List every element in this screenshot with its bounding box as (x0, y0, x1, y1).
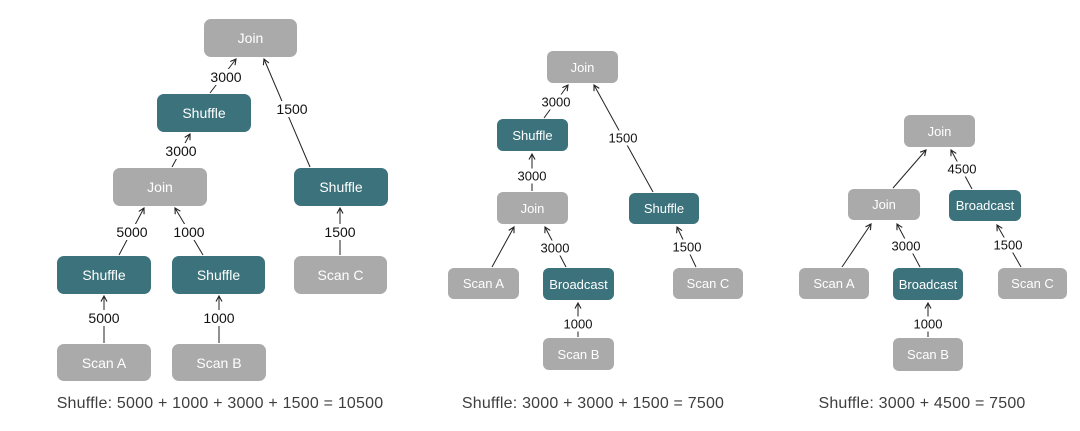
node-plan-all-shuffle-shuffle-top: Shuffle (157, 94, 251, 132)
node-plan-all-shuffle-shuffle-right: Shuffle (294, 168, 388, 206)
edge-label-plan-all-shuffle-shuffle-top: 3000 (207, 69, 245, 85)
node-plan-broadcast-b-broadcast: Broadcast (543, 268, 614, 300)
edge-label-plan-broadcast-bc-scan-c: 1500 (990, 237, 1026, 253)
edge-label-plan-broadcast-b-broadcast: 3000 (537, 240, 573, 256)
caption-plan-broadcast-bc: Shuffle: 3000 + 4500 = 7500 (818, 395, 1026, 412)
edge-label-plan-all-shuffle-join-mid: 3000 (162, 143, 200, 159)
node-plan-broadcast-b-scan-c: Scan C (673, 268, 743, 299)
edge-plan-broadcast-bc-join-mid-to-join-top (892, 149, 927, 189)
node-plan-all-shuffle-shuffle-left: Shuffle (57, 256, 151, 294)
node-plan-broadcast-bc-scan-a: Scan A (799, 268, 869, 299)
node-plan-broadcast-b-shuffle-top: Shuffle (497, 119, 568, 151)
edge-plan-broadcast-b-scan-a-to-join-mid (491, 225, 515, 268)
edge-label-plan-broadcast-bc-scan-b: 1000 (910, 316, 946, 332)
edge-label-plan-broadcast-b-join-mid: 3000 (514, 168, 550, 184)
node-plan-broadcast-bc-join-mid: Join (848, 189, 920, 220)
node-plan-all-shuffle-scan-a: Scan A (57, 344, 151, 381)
node-plan-all-shuffle-shuffle-mid: Shuffle (172, 256, 265, 294)
edge-label-plan-broadcast-b-shuffle-top: 3000 (538, 94, 574, 110)
edge-label-plan-broadcast-b-scan-c: 1500 (669, 239, 705, 255)
node-plan-broadcast-b-shuffle-right: Shuffle (629, 193, 699, 224)
node-plan-broadcast-bc-scan-c: Scan C (998, 268, 1067, 299)
node-plan-broadcast-bc-broadcast-top: Broadcast (949, 190, 1021, 221)
edge-label-plan-all-shuffle-scan-a: 5000 (85, 310, 123, 326)
edge-label-plan-all-shuffle-scan-c: 1500 (321, 224, 359, 240)
node-plan-broadcast-b-scan-b: Scan B (543, 338, 614, 370)
caption-plan-all-shuffle: Shuffle: 5000 + 1000 + 3000 + 1500 = 105… (56, 395, 384, 412)
edge-label-plan-all-shuffle-shuffle-mid: 1000 (170, 224, 208, 240)
node-plan-broadcast-b-scan-a: Scan A (448, 268, 519, 299)
edge-label-plan-broadcast-bc-broadcast-top: 4500 (944, 161, 980, 177)
edge-label-plan-broadcast-bc-broadcast-bottom: 3000 (888, 238, 924, 254)
node-plan-all-shuffle-scan-c: Scan C (294, 256, 387, 294)
node-plan-broadcast-bc-scan-b: Scan B (893, 338, 963, 371)
edge-label-plan-all-shuffle-scan-b: 1000 (200, 310, 238, 326)
edge-label-plan-all-shuffle-shuffle-left: 5000 (113, 224, 151, 240)
edge-label-plan-broadcast-b-scan-b: 1000 (560, 316, 596, 332)
edge-plan-broadcast-bc-scan-a-to-join-mid (841, 223, 872, 268)
node-plan-all-shuffle-join-top: Join (204, 19, 297, 57)
caption-plan-broadcast-b: Shuffle: 3000 + 3000 + 1500 = 7500 (461, 395, 725, 412)
node-plan-broadcast-bc-join-top: Join (904, 115, 975, 147)
edge-label-plan-broadcast-b-shuffle-right: 1500 (605, 130, 641, 146)
node-plan-all-shuffle-join-mid: Join (113, 168, 207, 206)
node-plan-broadcast-b-join-top: Join (547, 51, 618, 83)
edge-label-plan-all-shuffle-shuffle-right: 1500 (273, 101, 311, 117)
node-plan-all-shuffle-scan-b: Scan B (172, 344, 266, 381)
node-plan-broadcast-b-join-mid: Join (497, 192, 568, 224)
node-plan-broadcast-bc-broadcast-bottom: Broadcast (893, 268, 963, 300)
